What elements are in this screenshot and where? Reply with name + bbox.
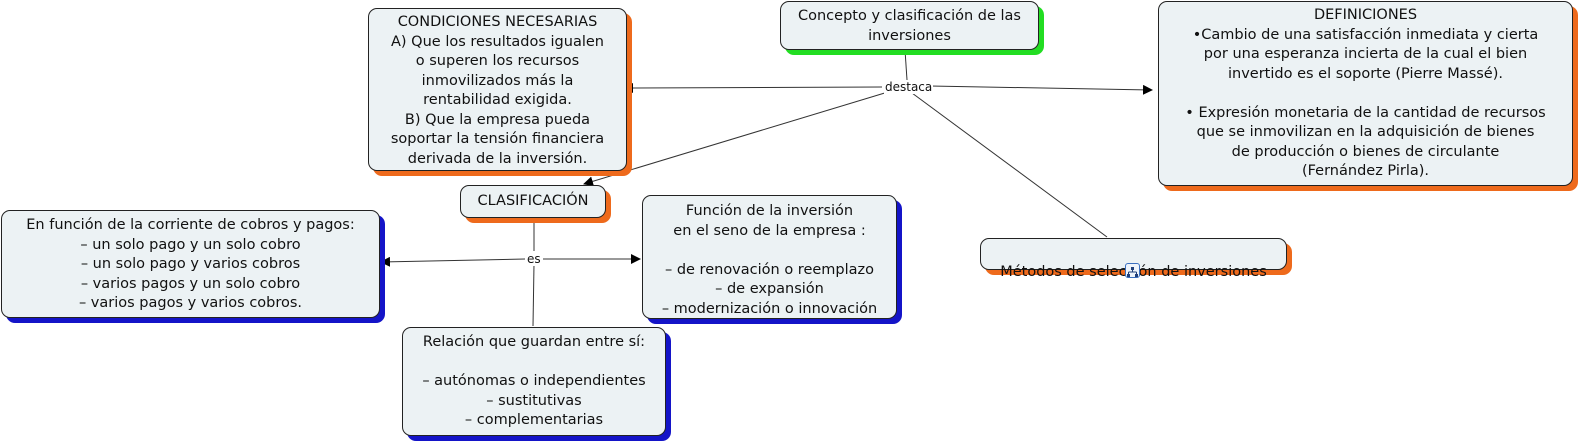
link-destaca-condiciones	[623, 82, 883, 93]
condiciones-necesarias-node[interactable]: CONDICIONES NECESARIAS A) Que los result…	[368, 8, 627, 171]
linking-phrase-es[interactable]: es	[526, 252, 542, 266]
definiciones-node[interactable]: DEFINICIONES •Cambio de una satisfacción…	[1158, 1, 1573, 186]
hierarchy-icon	[1127, 267, 1138, 277]
link-destaca-definiciones	[929, 84, 1153, 95]
link-destaca-metodos	[911, 92, 1108, 238]
link-es-relacion	[532, 263, 535, 327]
root-concept-node[interactable]: Concepto y clasificación de las inversio…	[780, 1, 1039, 50]
relacion-node[interactable]: Relación que guardan entre sí: – autónom…	[402, 327, 666, 436]
clasificacion-node[interactable]: CLASIFICACIÓN	[460, 185, 606, 218]
submap-icon[interactable]	[1125, 263, 1140, 278]
link-es-cobros	[380, 256, 526, 267]
linking-phrase-destaca[interactable]: destaca	[884, 80, 934, 94]
link-destaca-clasificacion	[583, 91, 889, 187]
cobros-pagos-node[interactable]: En función de la corriente de cobros y p…	[1, 210, 380, 318]
funcion-inversion-node[interactable]: Función de la inversión en el seno de la…	[642, 195, 897, 319]
link-root-destaca	[904, 49, 908, 81]
